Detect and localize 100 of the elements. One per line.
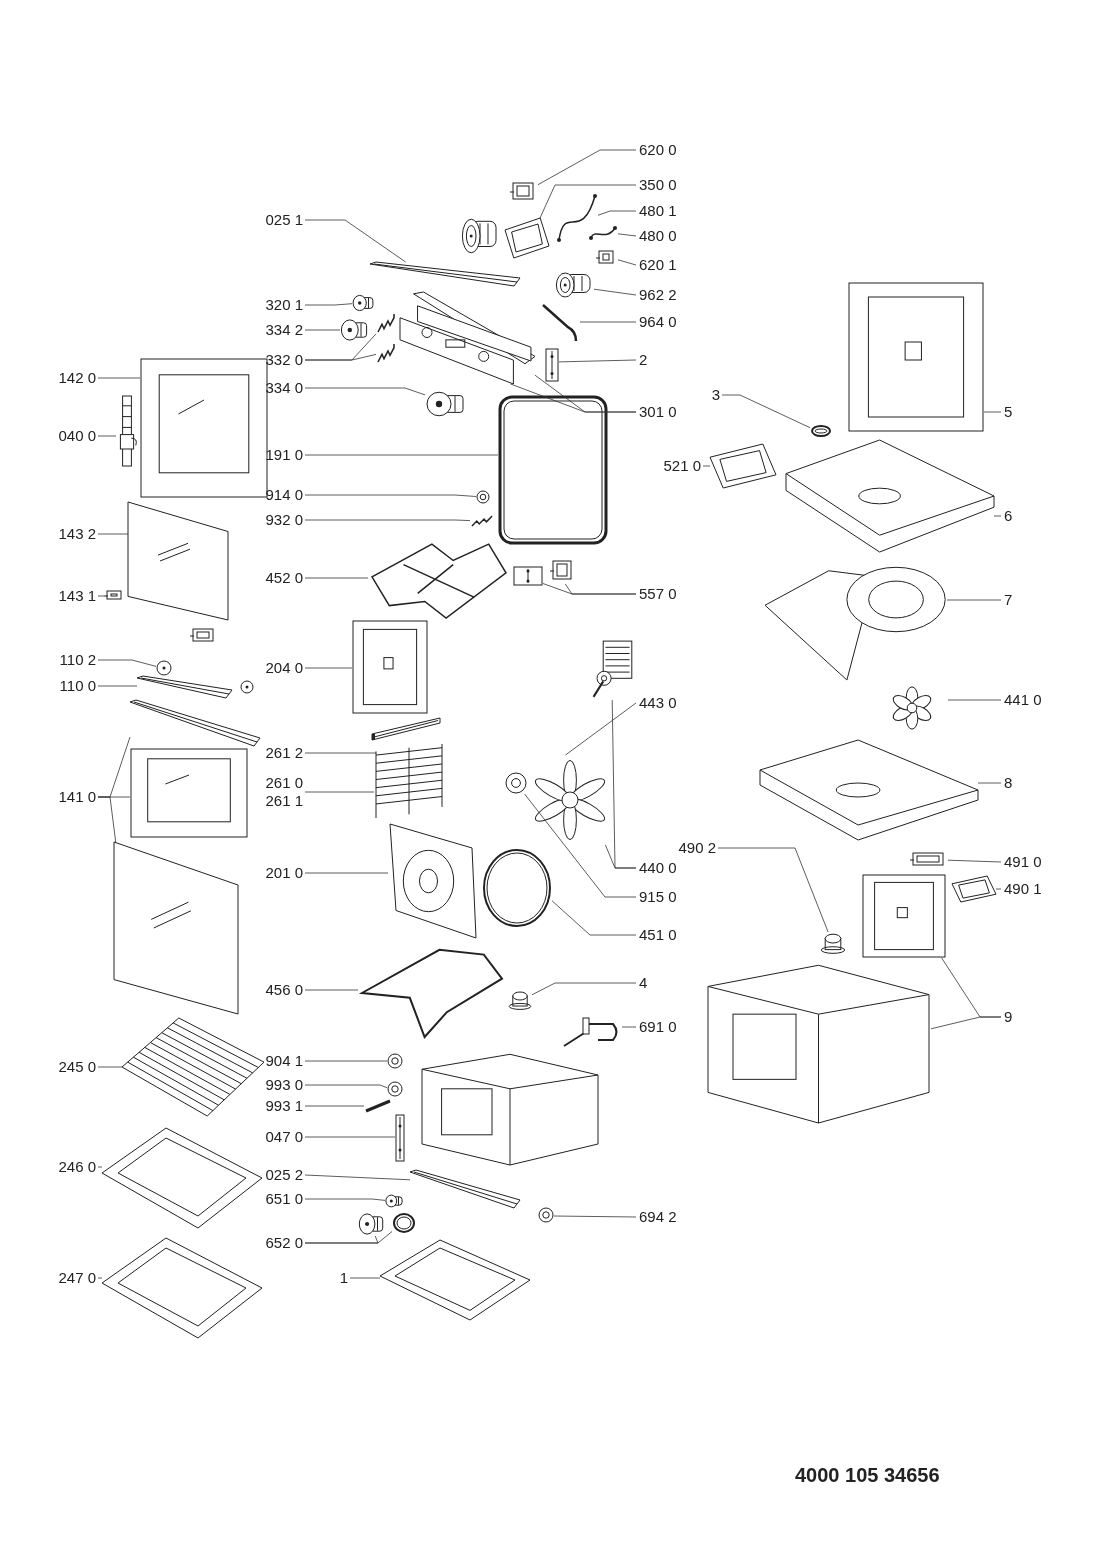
filter-drawing xyxy=(952,876,996,902)
tube-drawing xyxy=(540,302,580,344)
nut-drawing xyxy=(505,772,527,794)
leader-line xyxy=(304,354,377,361)
leader-line xyxy=(304,667,353,669)
leader-line xyxy=(304,1136,396,1138)
callout-number: 246 0 xyxy=(58,1158,96,1176)
leader-line xyxy=(304,1060,388,1062)
leader-line xyxy=(537,149,637,186)
callout-number: 141 0 xyxy=(58,788,96,806)
bushing-drawing xyxy=(476,490,490,504)
leader-line xyxy=(97,1277,103,1279)
callout-number: 914 0 xyxy=(265,486,303,504)
leader-line xyxy=(304,329,341,331)
spring-drawing xyxy=(470,514,494,528)
knob-drawing xyxy=(352,294,374,312)
disc-drawing xyxy=(156,660,172,676)
callout-number: 904 1 xyxy=(265,1052,303,1070)
leader-line xyxy=(946,599,1002,601)
leader-line xyxy=(593,288,637,296)
callout-number: 142 0 xyxy=(58,369,96,387)
cover-plate-drawing xyxy=(760,740,978,840)
callout-number: 451 0 xyxy=(639,926,677,944)
callout-number: 110 0 xyxy=(59,677,96,695)
hinge-strip-drawing xyxy=(395,1114,405,1162)
callout-number: 962 2 xyxy=(639,286,677,304)
leader-line xyxy=(565,702,637,756)
callout-number: 332 0 xyxy=(265,351,303,369)
leader-line xyxy=(304,1198,386,1201)
grill-element-drawing xyxy=(368,540,510,622)
leader-line xyxy=(983,411,1002,413)
callout-number: 025 1 xyxy=(265,211,303,229)
strip-drawing xyxy=(370,262,520,286)
leader-line xyxy=(721,394,811,429)
grommet-drawing xyxy=(810,424,832,438)
air-duct-drawing xyxy=(765,565,947,680)
callout-number: 915 0 xyxy=(639,888,677,906)
leader-line xyxy=(564,583,637,595)
leader-line xyxy=(611,699,637,869)
leader-line xyxy=(304,303,353,306)
leader-line xyxy=(702,465,711,467)
door-panel-drawing xyxy=(130,748,248,838)
leader-line xyxy=(304,1174,411,1181)
wire-harness-drawing xyxy=(556,192,598,244)
leader-line xyxy=(993,515,1002,517)
leader-line xyxy=(304,791,375,793)
inner-glass-drawing xyxy=(114,842,238,1014)
spring-drawing xyxy=(376,342,396,364)
callout-number: 334 2 xyxy=(265,321,303,339)
leader-line xyxy=(97,533,129,535)
callout-number: 452 0 xyxy=(265,569,303,587)
callout-number: 301 0 xyxy=(639,403,677,421)
foot-drawing xyxy=(538,1207,554,1223)
callout-number: 143 1 xyxy=(58,587,96,605)
bracket-drawing xyxy=(545,348,559,382)
glass-panel-drawing xyxy=(128,502,228,620)
leader-line xyxy=(717,847,829,933)
callout-number: 620 0 xyxy=(639,141,677,159)
leader-line xyxy=(349,1277,381,1279)
leader-line xyxy=(304,989,359,991)
leader-line xyxy=(304,752,377,754)
callout-number: 7 xyxy=(1004,591,1013,609)
callout-number: 040 0 xyxy=(58,427,96,445)
leader-line xyxy=(304,1231,393,1244)
leader-line xyxy=(551,900,637,936)
leader-line xyxy=(97,1166,103,1168)
leader-line xyxy=(621,1026,637,1028)
plate-drawing xyxy=(513,566,543,586)
callout-number: 557 0 xyxy=(639,585,677,603)
bottom-panel-drawing xyxy=(380,1240,530,1320)
leader-line xyxy=(617,233,637,237)
back-panel-drawing xyxy=(848,282,984,432)
leader-line xyxy=(97,685,138,687)
screw-drawing xyxy=(364,1099,392,1113)
lamp-holder-drawing xyxy=(554,270,594,300)
leader-line xyxy=(553,1215,637,1218)
leader-line xyxy=(97,1066,123,1068)
callout-number: 5 xyxy=(1004,403,1013,421)
callout-number: 652 0 xyxy=(265,1234,303,1252)
rear-panel-drawing xyxy=(862,874,946,958)
callout-number: 261 2 xyxy=(265,744,303,762)
callout-number: 245 0 xyxy=(58,1058,96,1076)
callout-number: 350 0 xyxy=(639,176,677,194)
knob-drawing xyxy=(385,1194,403,1208)
callout-number: 8 xyxy=(1004,774,1013,792)
callout-number: 440 0 xyxy=(639,859,677,877)
callout-number: 691 0 xyxy=(639,1018,677,1036)
knob-drawing xyxy=(425,390,465,418)
callout-number: 993 0 xyxy=(265,1076,303,1094)
callout-number: 9 xyxy=(1004,1008,1013,1026)
ring-element-drawing xyxy=(482,848,552,928)
shelf-support-drawing xyxy=(374,744,444,818)
callout-number: 3 xyxy=(711,386,720,404)
knob-drawing xyxy=(358,1212,384,1236)
callout-number: 490 1 xyxy=(1004,880,1042,898)
door-frame-drawing xyxy=(140,358,268,498)
collar-drawing xyxy=(820,932,846,954)
bar-drawing xyxy=(372,718,440,740)
back-plate-drawing xyxy=(352,620,428,714)
callout-number: 247 0 xyxy=(58,1269,96,1287)
